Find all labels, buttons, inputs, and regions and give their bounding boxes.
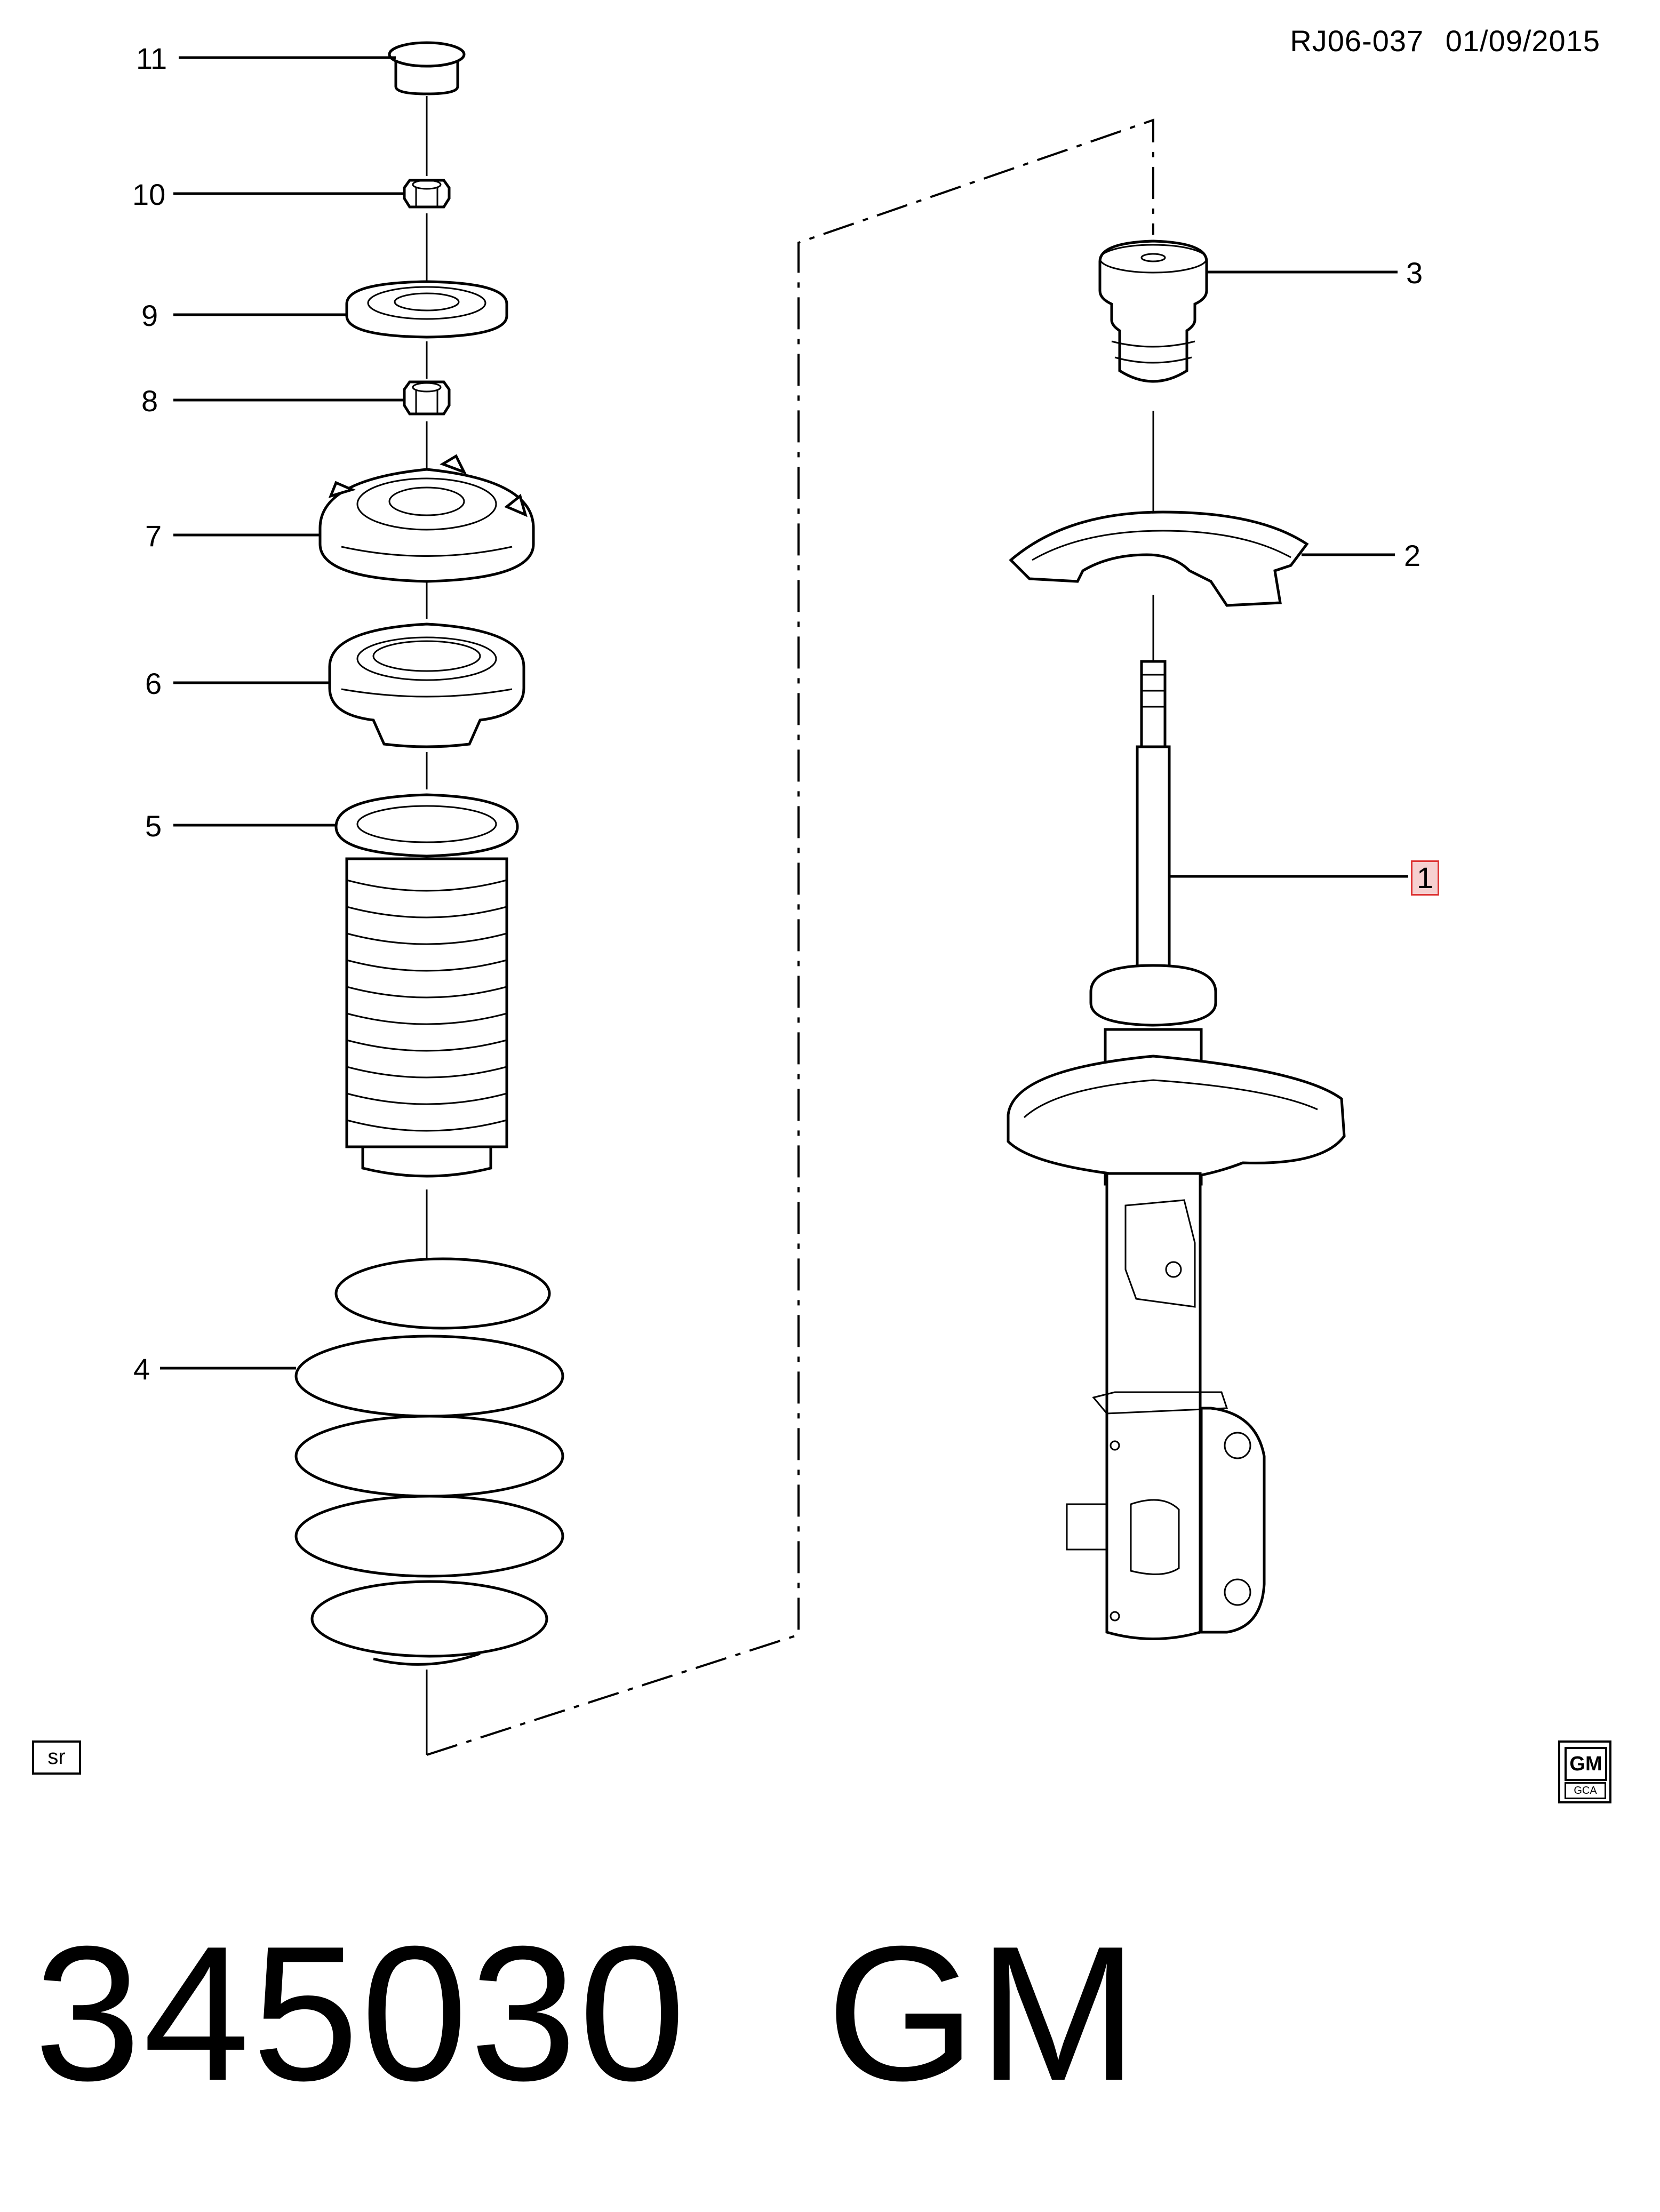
- callout-4: 4: [133, 1352, 150, 1386]
- callout-5: 5: [145, 809, 162, 843]
- part-bump-stop: [1098, 239, 1208, 383]
- sr-box: sr: [32, 1740, 81, 1775]
- gca-logo-mark: GCA: [1565, 1782, 1606, 1799]
- callout-11: 11: [136, 42, 167, 75]
- gm-logo-mark: GM: [1565, 1747, 1607, 1781]
- part-nut-lower: [403, 380, 451, 416]
- drawing-reference: RJ06-037 01/09/2015: [1277, 23, 1600, 58]
- callout-3: 3: [1406, 256, 1423, 290]
- callout-7: 7: [145, 519, 162, 553]
- drawing-code: RJ06-037: [1290, 24, 1424, 58]
- part-coil-spring: [294, 1257, 564, 1666]
- callout-6: 6: [145, 667, 162, 700]
- callout-1[interactable]: 1: [1411, 860, 1440, 896]
- make-label: GM: [826, 1906, 1140, 2121]
- gm-gca-logo: GM GCA: [1558, 1740, 1611, 1803]
- part-bearing-washer: [345, 280, 508, 339]
- part-strut-bearing: [328, 622, 525, 748]
- callout-9: 9: [141, 299, 158, 332]
- part-spring-seat: [1009, 510, 1309, 607]
- part-strut-assembly: [1007, 660, 1346, 1640]
- callout-8: 8: [141, 384, 158, 418]
- callout-10: 10: [132, 178, 166, 211]
- part-cap: [388, 41, 466, 95]
- part-nut-upper: [403, 179, 451, 209]
- part-strut-mount: [318, 454, 535, 583]
- part-number: 345030: [34, 1906, 688, 2121]
- assembly-path: [426, 118, 1154, 1756]
- part-dust-boot: [334, 793, 519, 1178]
- callout-2: 2: [1404, 539, 1421, 572]
- drawing-date: 01/09/2015: [1445, 24, 1600, 58]
